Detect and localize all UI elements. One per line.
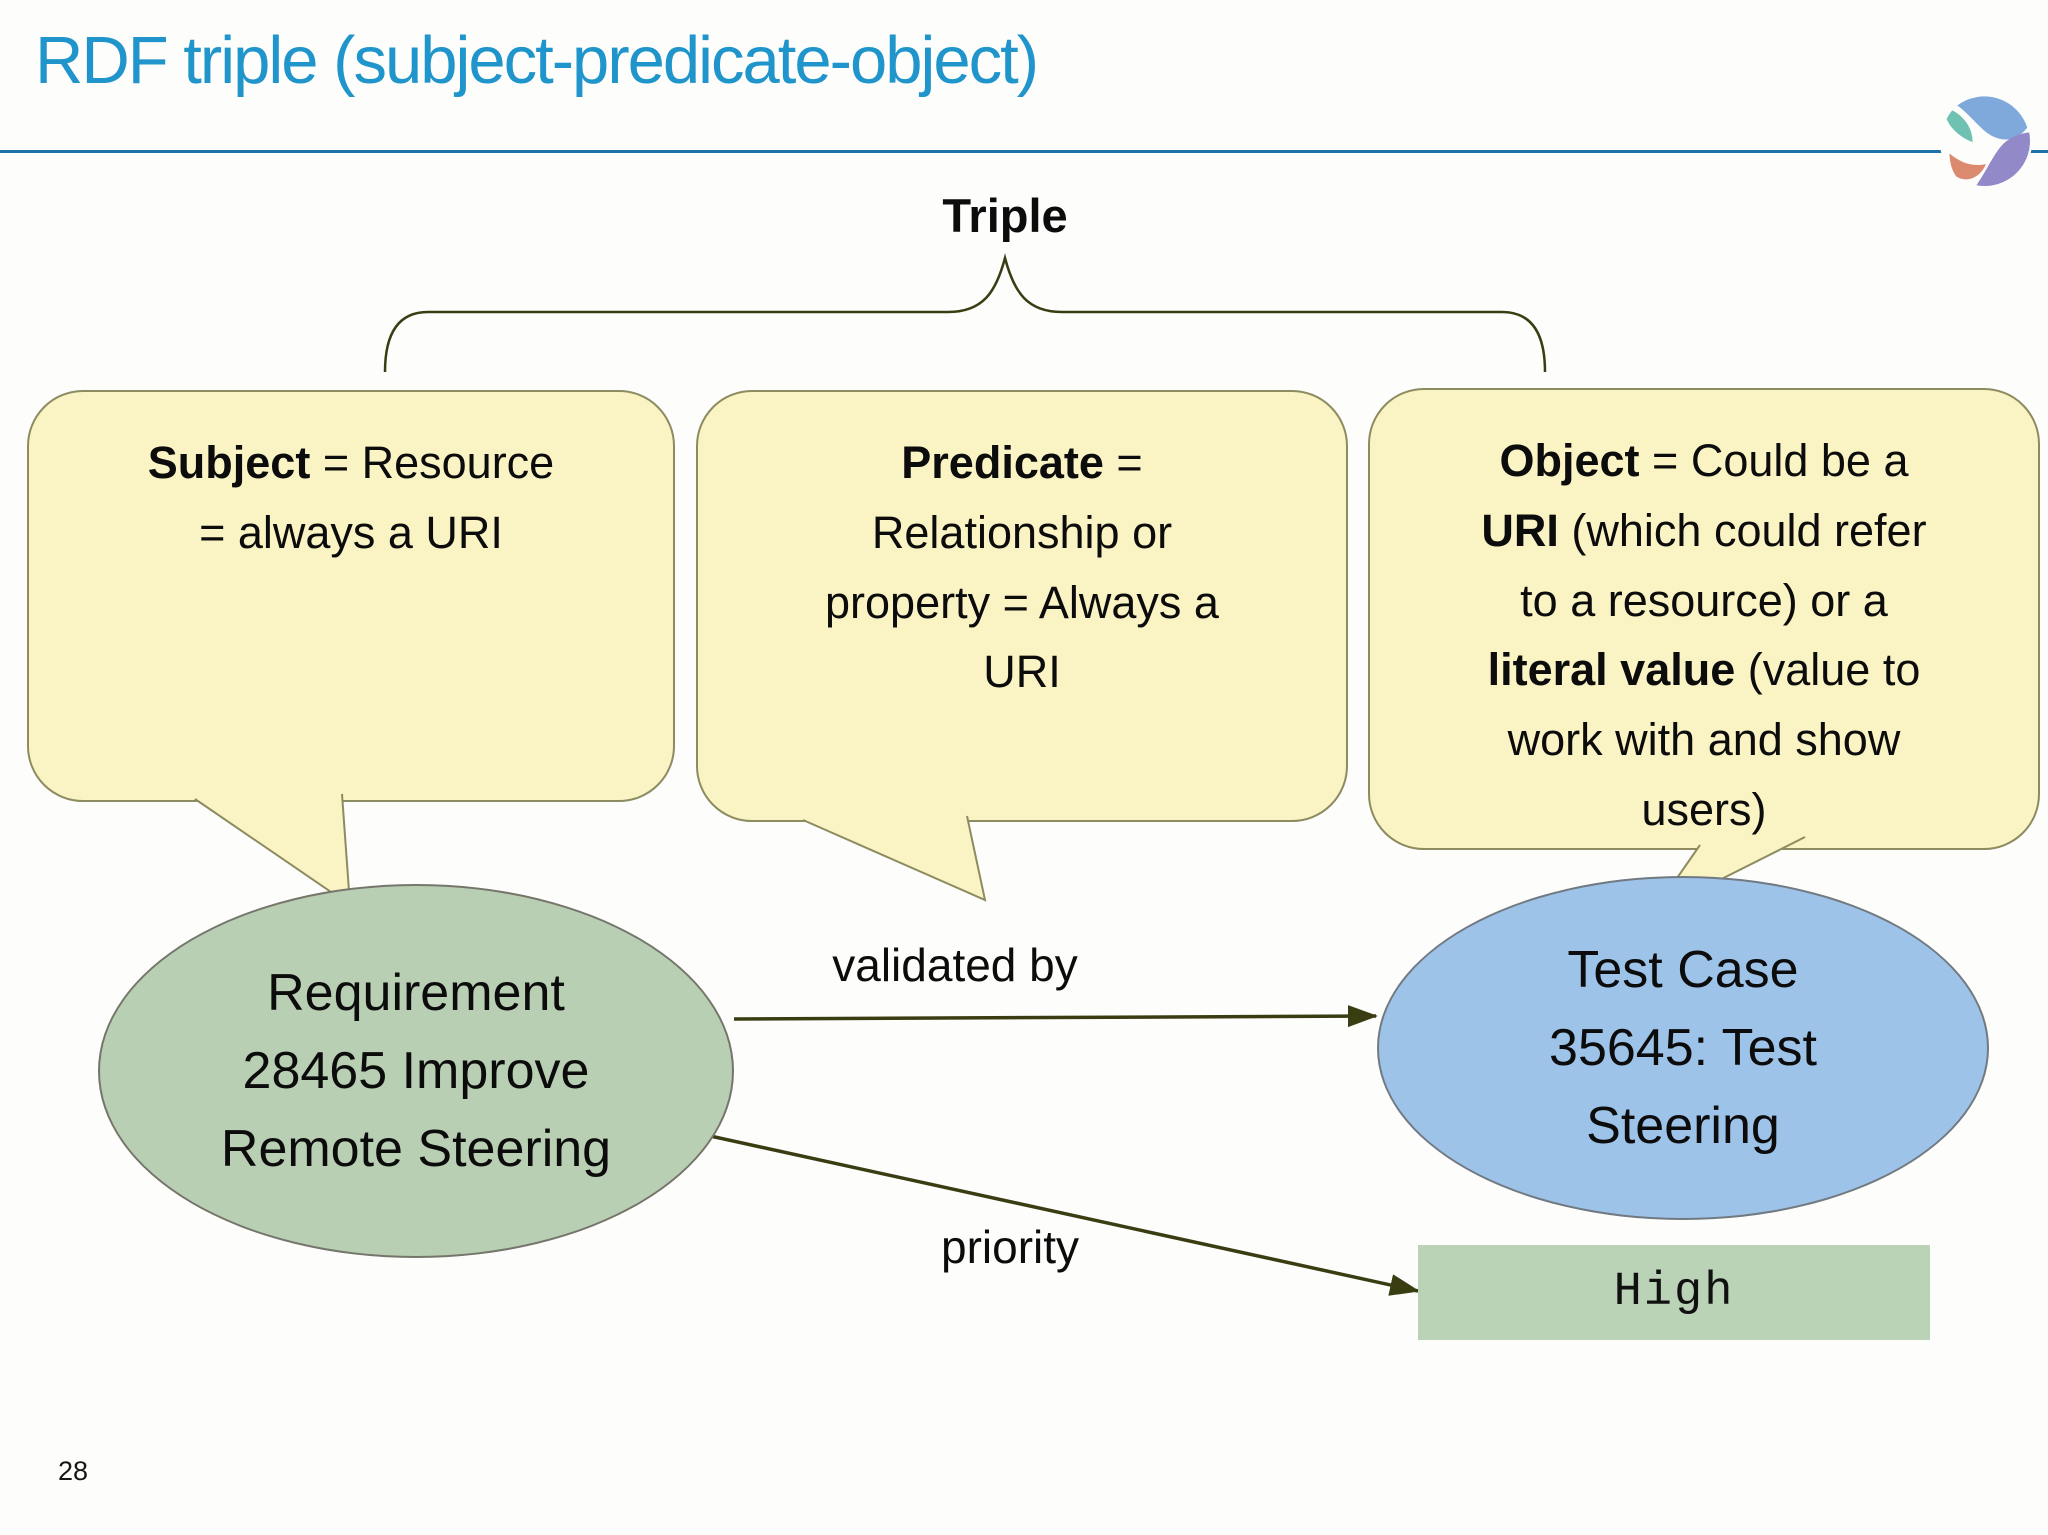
triple-brace	[383, 253, 1547, 373]
validated-by-arrow	[733, 1005, 1378, 1028]
subject-speech-bubble: Subject = Resource = always a URI	[27, 390, 675, 802]
logo-blue-segment	[1957, 96, 2028, 140]
page-number: 28	[58, 1456, 89, 1486]
logo-teal-segment	[1946, 110, 1973, 142]
validated-by-label: validated by	[832, 939, 1078, 991]
predicate-bubble-tail	[802, 815, 987, 902]
requirement-ellipse: Requirement 28465 Improve Remote Steerin…	[98, 884, 734, 1258]
logo-purple-segment	[1976, 132, 2031, 187]
predicate-speech-bubble: Predicate = Relationship or property = A…	[696, 390, 1348, 822]
priority-arrow	[691, 1130, 1420, 1296]
title-divider-line	[0, 150, 2048, 153]
priority-label: priority	[940, 1221, 1080, 1273]
test-case-ellipse: Test Case 35645: Test Steering	[1377, 876, 1989, 1220]
sphere-logo-icon	[1939, 95, 2033, 189]
triple-heading: Triple	[942, 189, 1068, 242]
priority-literal-box: High	[1418, 1245, 1930, 1340]
slide-title: RDF triple (subject-predicate-object)	[35, 23, 1039, 98]
logo-orange-segment	[1949, 153, 1986, 180]
subject-bubble-tail	[194, 793, 352, 907]
object-speech-bubble: Object = Could be a URI (which could ref…	[1368, 388, 2040, 850]
